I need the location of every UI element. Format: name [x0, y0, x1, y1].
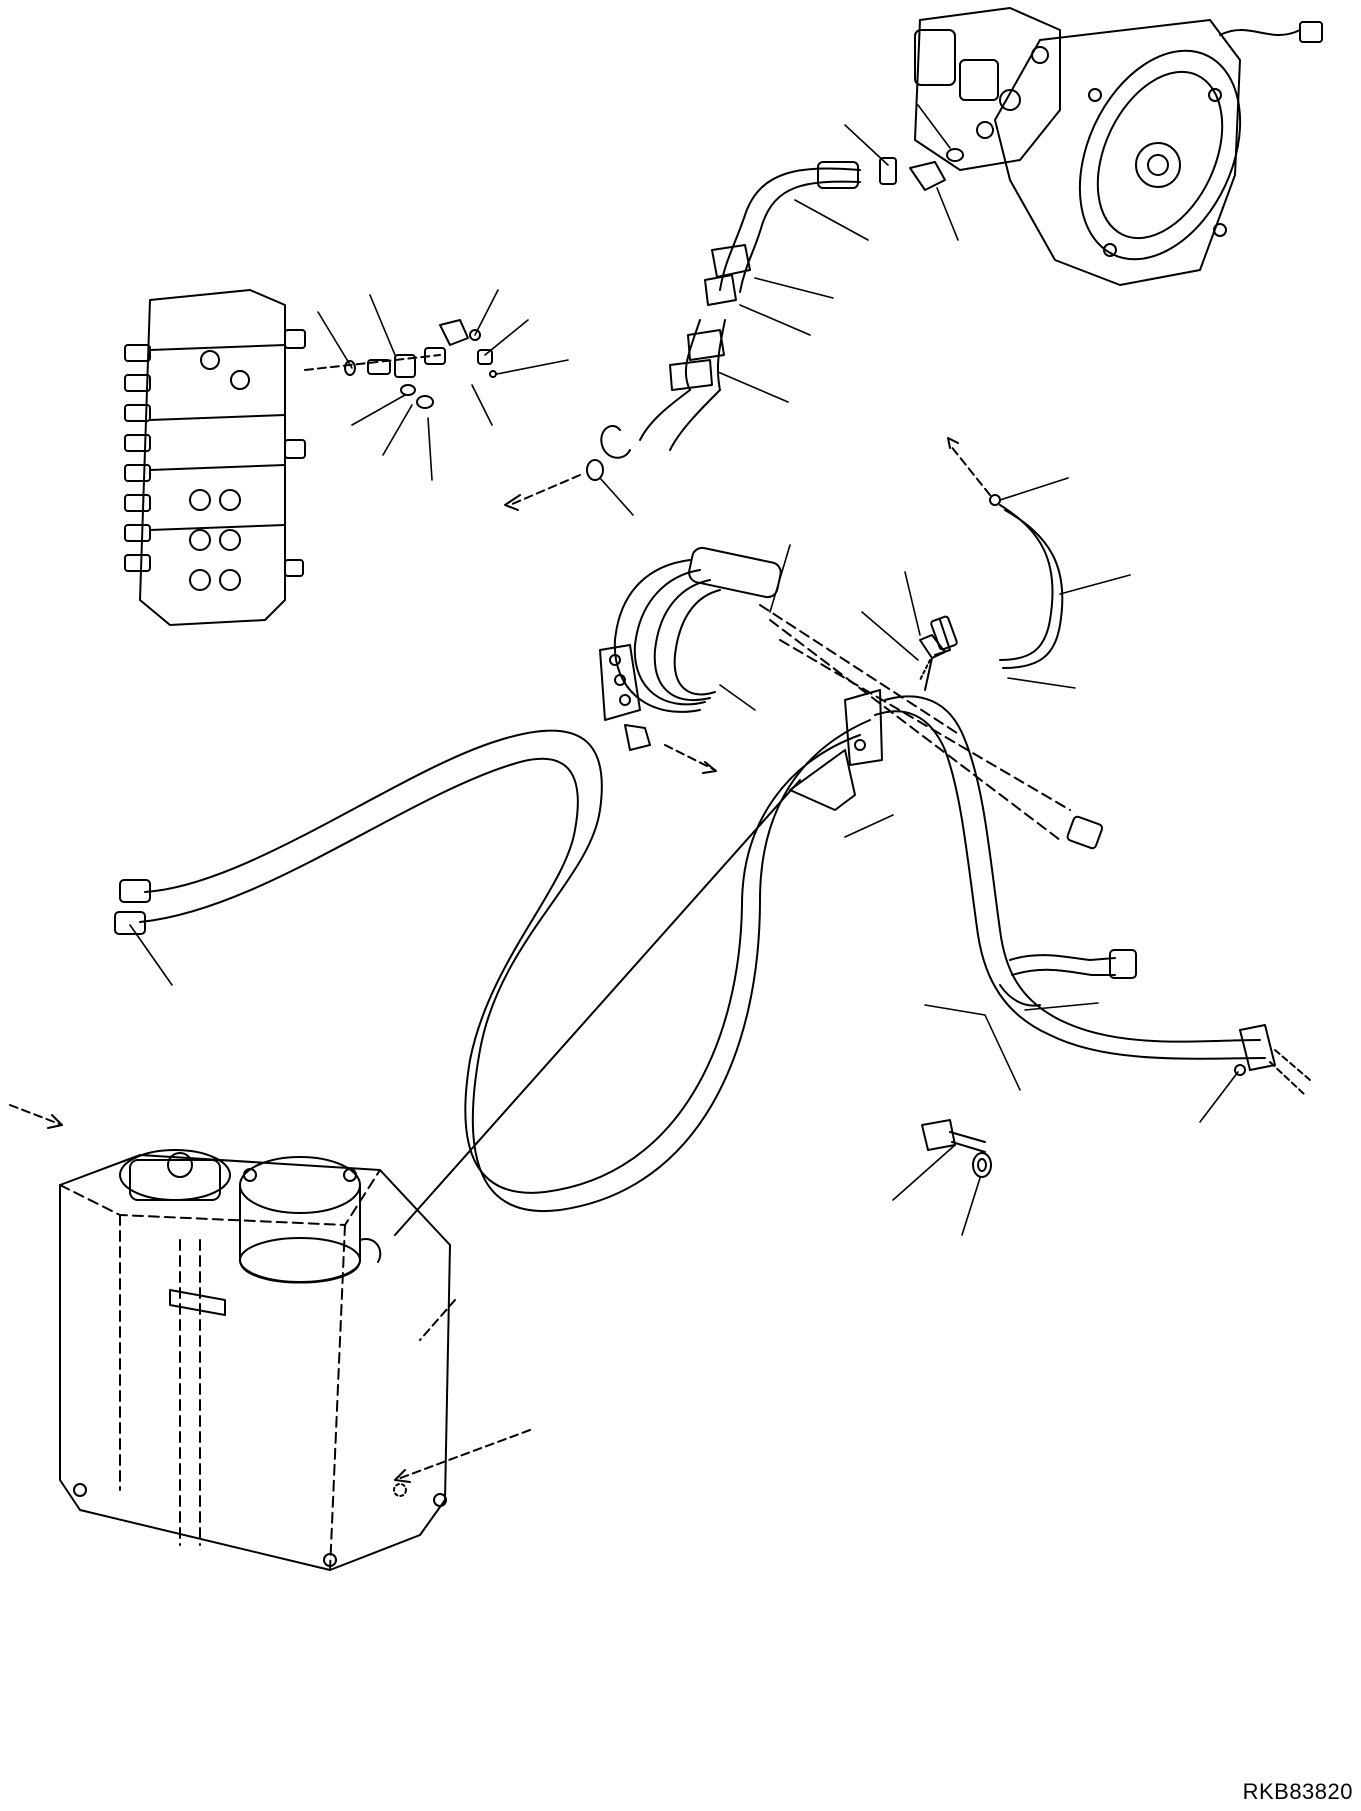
pump-adapter [879, 157, 897, 185]
suction-hose [504, 161, 861, 511]
leader-lines [129, 104, 1239, 1236]
pump-elbow-fitting [909, 148, 964, 191]
hydraulic-pump [914, 7, 1323, 286]
clamp-bolt-washer [919, 634, 992, 1178]
valve-fittings [304, 319, 497, 409]
direction-arrows [9, 1004, 1021, 1483]
return-hose-pair [114, 695, 1311, 1213]
pilot-hose-bundle [599, 546, 1071, 841]
hydraulic-tank [59, 1149, 451, 1571]
control-valve [124, 289, 306, 626]
hose-bracket [394, 615, 958, 1236]
drain-hose [947, 437, 1064, 669]
drawing-code: RKB83820 [1242, 1779, 1353, 1804]
